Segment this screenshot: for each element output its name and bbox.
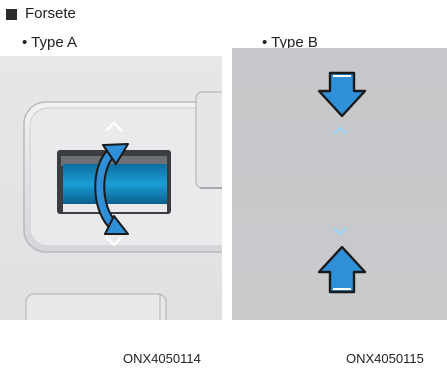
type-b-illustration [232, 48, 447, 320]
type-b-label: • Type B [262, 34, 318, 51]
arrow-down-icon [317, 71, 367, 118]
chevron-down-icon [105, 236, 123, 247]
type-b-caption: ONX4050115 [346, 351, 424, 366]
section-title: Forsete [6, 4, 76, 24]
square-bullet-icon [6, 8, 17, 20]
tilt-switch [63, 164, 167, 204]
chevron-down-icon [333, 227, 347, 236]
curved-double-arrow-icon [94, 143, 129, 235]
type-a-caption: ONX4050114 [123, 351, 201, 366]
type-a-label: • Type A [22, 34, 78, 51]
chevron-up-icon [105, 121, 123, 132]
panel-divider [222, 0, 232, 371]
type-a-illustration [0, 56, 222, 320]
arrow-up-icon [317, 245, 367, 294]
chevron-up-icon [333, 126, 347, 135]
section-title-text: Forsete [25, 5, 76, 22]
